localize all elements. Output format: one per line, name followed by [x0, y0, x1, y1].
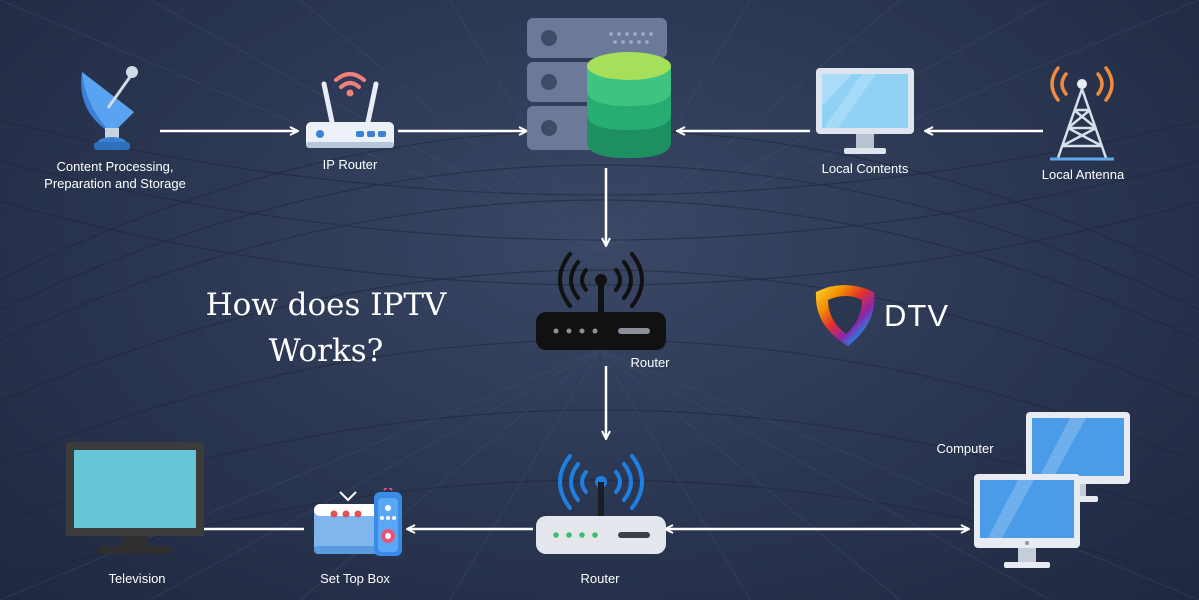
- television-icon: [66, 442, 204, 554]
- dtv-logo-icon: [815, 285, 875, 346]
- set-top-box-icon: [314, 488, 402, 556]
- wifi-router-icon: [306, 72, 394, 148]
- brand-name: DTV: [884, 298, 949, 333]
- computer-icon: [974, 412, 1130, 568]
- router-mid-label: Router: [630, 355, 670, 370]
- diagram-title: How does IPTV Works?: [186, 282, 466, 374]
- title-line1: How does IPTV: [205, 287, 447, 323]
- content-processing-label: Content Processing, Preparation and Stor…: [40, 158, 190, 192]
- local-contents-label: Local Contents: [821, 161, 909, 176]
- satellite-dish-icon: [81, 66, 138, 150]
- router-icon: [536, 252, 666, 350]
- antenna-tower-icon: [1050, 66, 1114, 161]
- title-line2: Works?: [268, 333, 384, 369]
- monitor-front: [974, 474, 1080, 568]
- content-processing-label-line1: Content Processing,: [56, 159, 174, 174]
- television-label: Television: [108, 571, 166, 586]
- local-antenna-label: Local Antenna: [1041, 167, 1125, 182]
- monitor-icon: [816, 68, 914, 154]
- set-top-box-label: Set Top Box: [320, 571, 390, 586]
- router-icon: [536, 454, 666, 554]
- router-bottom-label: Router: [580, 571, 620, 586]
- ip-router-label: IP Router: [322, 157, 378, 172]
- monitor-back: [1026, 412, 1130, 502]
- server-database-icon: [527, 18, 671, 158]
- content-processing-label-line2: Preparation and Storage: [44, 176, 186, 191]
- computer-label: Computer: [936, 441, 994, 456]
